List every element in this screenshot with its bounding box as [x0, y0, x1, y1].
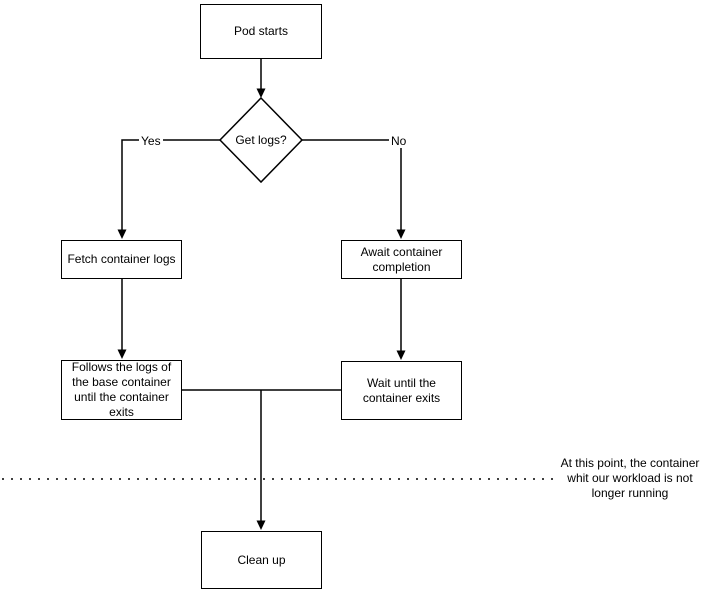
edge-await-to-wait [396, 279, 406, 360]
edge-label-no: No [389, 134, 409, 148]
annotation-text: At this point, the container whit our wo… [560, 456, 700, 500]
edge-fetch-to-follows [117, 279, 127, 359]
edge-merge-to-cleanup [182, 389, 341, 530]
node-await-container-completion: Await container completion [341, 240, 462, 279]
edge-pod-to-decision [256, 59, 266, 98]
edge-no [302, 139, 406, 239]
node-get-logs-decision: Get logs? [235, 132, 287, 147]
node-pod-starts: Pod starts [200, 4, 322, 59]
decision-diamond-shape [218, 96, 304, 184]
edge-yes [117, 139, 220, 239]
node-fetch-container-logs: Fetch container logs [61, 240, 182, 279]
edge-label-yes: Yes [139, 134, 163, 148]
node-wait-until-container-exits: Wait until the container exits [341, 361, 462, 420]
node-follows-logs: Follows the logs of the base container u… [61, 360, 182, 420]
node-clean-up: Clean up [201, 531, 322, 589]
